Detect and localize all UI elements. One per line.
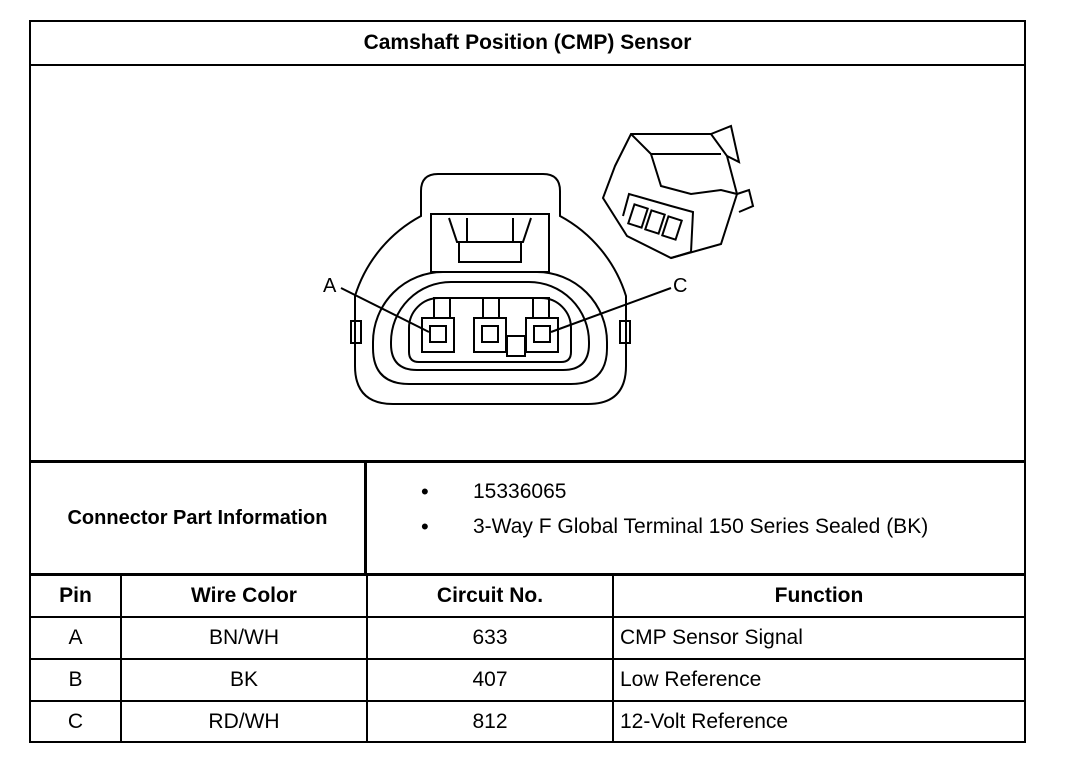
table-row: B BK 407 Low Reference [31, 658, 1024, 702]
document-title: Camshaft Position (CMP) Sensor [31, 22, 1024, 66]
header-function: Function [612, 576, 1024, 618]
connector-document: Camshaft Position (CMP) Sensor [29, 20, 1026, 743]
table-row: C RD/WH 812 12-Volt Reference [31, 700, 1024, 742]
circuit-cell: 407 [366, 658, 614, 702]
header-pin: Pin [31, 576, 122, 618]
bullet-icon: • [421, 479, 429, 504]
connector-info-label: Connector Part Information [31, 463, 367, 573]
function-cell: CMP Sensor Signal [612, 616, 1024, 660]
part-number: 15336065 [473, 480, 567, 503]
wire-color-cell: BN/WH [120, 616, 368, 660]
pin-table: Pin Wire Color Circuit No. Function A BN… [31, 576, 1024, 742]
circuit-cell: 633 [366, 616, 614, 660]
list-item: • 15336065 [367, 477, 1024, 507]
connector-part-information: Connector Part Information • 15336065 • … [31, 460, 1024, 576]
pin-cell: A [31, 616, 122, 660]
table-header-row: Pin Wire Color Circuit No. Function [31, 576, 1024, 618]
connector-diagram: A C [31, 66, 1024, 460]
pin-cell: B [31, 658, 122, 702]
wire-color-cell: BK [120, 658, 368, 702]
table-row: A BN/WH 633 CMP Sensor Signal [31, 616, 1024, 660]
list-item: • 3-Way F Global Terminal 150 Series Sea… [367, 512, 1024, 542]
connector-face-drawing: A C [323, 124, 755, 405]
pin-label-c: C [673, 275, 687, 297]
pin-cell: C [31, 700, 122, 742]
bullet-icon: • [421, 514, 429, 539]
wire-color-cell: RD/WH [120, 700, 368, 742]
circuit-cell: 812 [366, 700, 614, 742]
connector-description: 3-Way F Global Terminal 150 Series Seale… [473, 515, 929, 538]
connector-info-list: • 15336065 • 3-Way F Global Terminal 150… [367, 463, 1024, 573]
pin-label-a: A [323, 275, 337, 297]
header-wire-color: Wire Color [120, 576, 368, 618]
function-cell: Low Reference [612, 658, 1024, 702]
function-cell: 12-Volt Reference [612, 700, 1024, 742]
header-circuit-no: Circuit No. [366, 576, 614, 618]
